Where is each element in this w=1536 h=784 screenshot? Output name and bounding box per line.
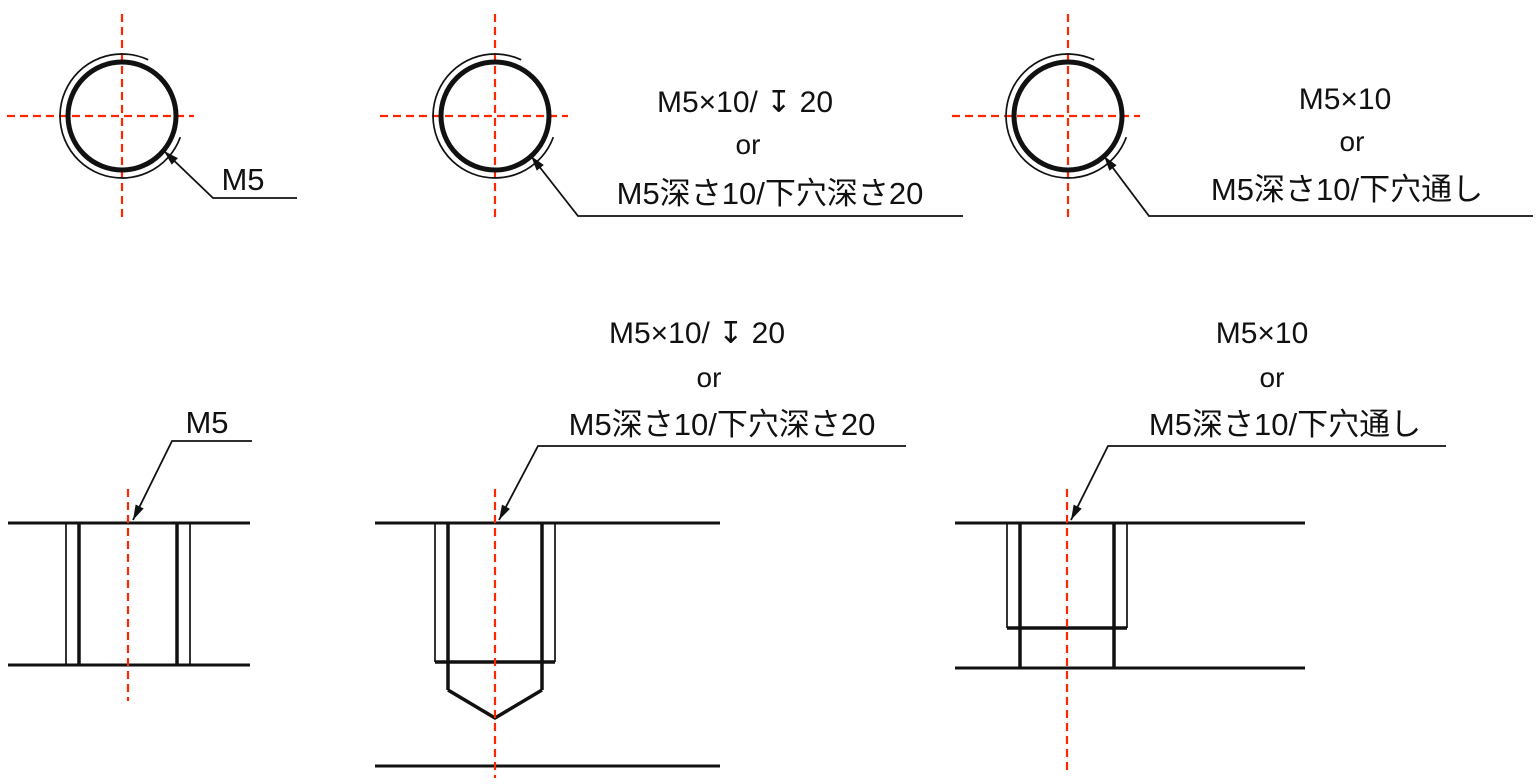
callout-spec: M5×10 — [1216, 317, 1309, 350]
top-view-blind-tap: M5×10/ ↧ 20 or M5深さ10/下穴深さ20 — [380, 14, 963, 218]
callout-spec: M5×10/ ↧ 20 — [657, 86, 833, 119]
section-view-through-tap: M5 — [8, 405, 252, 701]
top-view-through-pilot-tap: M5×10 or M5深さ10/下穴通し — [952, 14, 1533, 218]
callout-spec: M5 — [185, 405, 228, 440]
leader-arrow — [1070, 445, 1446, 521]
callout-spec: M5 — [221, 162, 264, 197]
section-view-through-pilot-tap: M5×10 or M5深さ10/下穴通し — [955, 317, 1446, 772]
callout-spec: M5×10 — [1299, 83, 1392, 116]
thread-major-arc — [432, 53, 555, 179]
leader-arrow — [1103, 155, 1533, 217]
thread-major-arc — [1005, 53, 1128, 179]
leader-arrow — [132, 440, 252, 521]
section-view-blind-tap: M5×10/ ↧ 20 or M5深さ10/下穴深さ20 — [375, 317, 906, 778]
pilot-hole-circle — [438, 59, 552, 173]
leader-arrow — [163, 150, 297, 199]
callout-or: or — [1260, 362, 1285, 393]
leader-arrow — [498, 445, 906, 521]
pilot-hole-circle — [1011, 59, 1125, 173]
callout-or: or — [1340, 126, 1365, 157]
leader-arrow — [530, 155, 963, 217]
callout-jis: M5深さ10/下穴通し — [1211, 172, 1483, 207]
callout-spec: M5×10/ ↧ 20 — [609, 317, 785, 350]
thread-major-arc — [59, 53, 182, 179]
callout-jis: M5深さ10/下穴深さ20 — [617, 176, 924, 211]
top-view-through-tap: M5 — [7, 14, 297, 218]
callout-or: or — [697, 362, 722, 393]
pilot-hole-circle — [65, 59, 179, 173]
callout-jis: M5深さ10/下穴通し — [1149, 407, 1421, 442]
callout-jis: M5深さ10/下穴深さ20 — [569, 407, 876, 442]
callout-or: or — [736, 129, 761, 160]
